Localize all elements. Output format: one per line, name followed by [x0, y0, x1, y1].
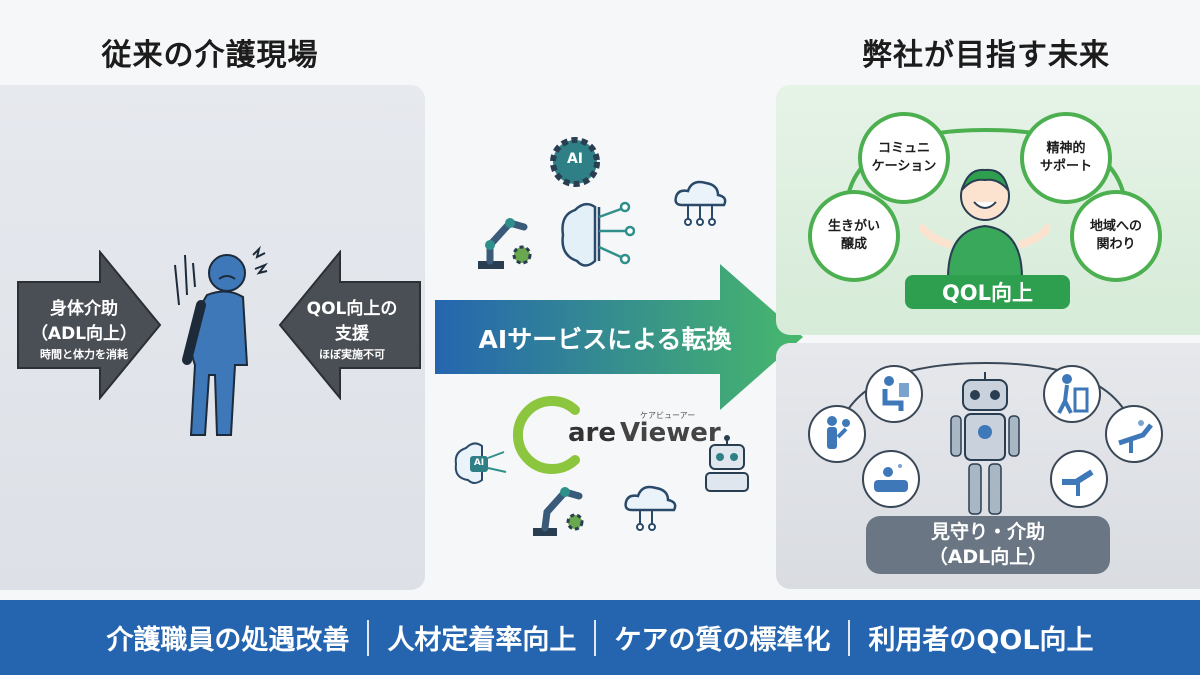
ai-gear-icon [550, 137, 600, 187]
transformation-arrow [435, 264, 803, 410]
dressing-assist-icon [808, 405, 866, 463]
bubble-communication: コミュニ ケーション [858, 112, 950, 204]
medical-chair-icon [1105, 405, 1163, 463]
adl-connector-ring [835, 361, 1137, 444]
footer-item-staff-treatment: 介護職員の処遇改善 [106, 625, 350, 656]
bubble-mental-support: 精神的 サポート [1020, 112, 1112, 204]
transformation-label: AIサービスによる転換 [478, 325, 732, 354]
care-bed-icon [1050, 450, 1108, 508]
seated-care-icon [865, 365, 923, 423]
robot-arm-small-icon [533, 487, 584, 536]
right-heading: 弊社が目指す未来 [862, 38, 1110, 73]
footer-item-user-qol: 利用者のQOL向上 [868, 625, 1094, 656]
footer-divider [594, 619, 597, 656]
physical-care-subtitle: （ADL向上） [30, 324, 138, 344]
ai-brain-small-label: AI [473, 458, 485, 468]
physical-care-title: 身体介助 [50, 299, 118, 319]
qol-support-title: QOL向上の [306, 299, 398, 319]
qol-support-note: ほぼ実施不可 [319, 348, 385, 361]
bubble-community: 地域への 関わり [1070, 190, 1162, 282]
footer-divider [367, 619, 370, 656]
monitoring-assist-line1: 見守り・介助 [930, 521, 1045, 544]
cloud-network-icon [674, 180, 727, 226]
walker-assist-icon [1043, 365, 1101, 423]
benefits-footer: 介護職員の処遇改善 人材定着率向上 ケアの質の標準化 利用者のQOL向上 [0, 600, 1200, 675]
bubble-life-purpose: 生きがい 醸成 [808, 190, 900, 282]
care-robot-icon [950, 372, 1020, 515]
monitoring-assist-line2: （ADL向上） [928, 546, 1048, 568]
exhausted-caregiver-icon [174, 245, 268, 436]
physical-care-arrow-label: 身体介助 （ADL向上） 時間と体力を消耗 [14, 294, 154, 362]
qol-improvement-pill: QOL向上 [905, 275, 1070, 309]
left-heading: 従来の介護現場 [101, 38, 319, 73]
cloud-network-small-icon [624, 485, 677, 531]
footer-item-care-standardization: ケアの質の標準化 [614, 625, 831, 656]
qol-support-subtitle: 支援 [335, 324, 369, 344]
ai-brain-small-icon [454, 442, 507, 484]
ai-brain-icon [561, 201, 635, 267]
footer-item-retention: 人材定着率向上 [387, 625, 577, 656]
squeeze-arrows [17, 250, 421, 400]
care-viewer-logo-ruby: ケアビューアー [640, 411, 696, 420]
bathing-icon [862, 450, 920, 508]
care-viewer-logo-viewer: Viewer [620, 418, 721, 448]
footer-divider [848, 619, 851, 656]
physical-care-note: 時間と体力を消耗 [40, 348, 128, 361]
qol-support-arrow-label: QOL向上の 支援 ほぼ実施不可 [282, 294, 422, 362]
ai-gear-label: AI [566, 151, 584, 167]
care-viewer-logo-icon [513, 396, 580, 474]
happy-caregiver-icon [920, 168, 1050, 279]
monitoring-assist-pill: 見守り・介助 （ADL向上） [866, 516, 1110, 574]
care-viewer-logo-are: are [568, 418, 617, 448]
robot-head-icon [705, 435, 749, 492]
robot-arm-icon [478, 218, 532, 269]
